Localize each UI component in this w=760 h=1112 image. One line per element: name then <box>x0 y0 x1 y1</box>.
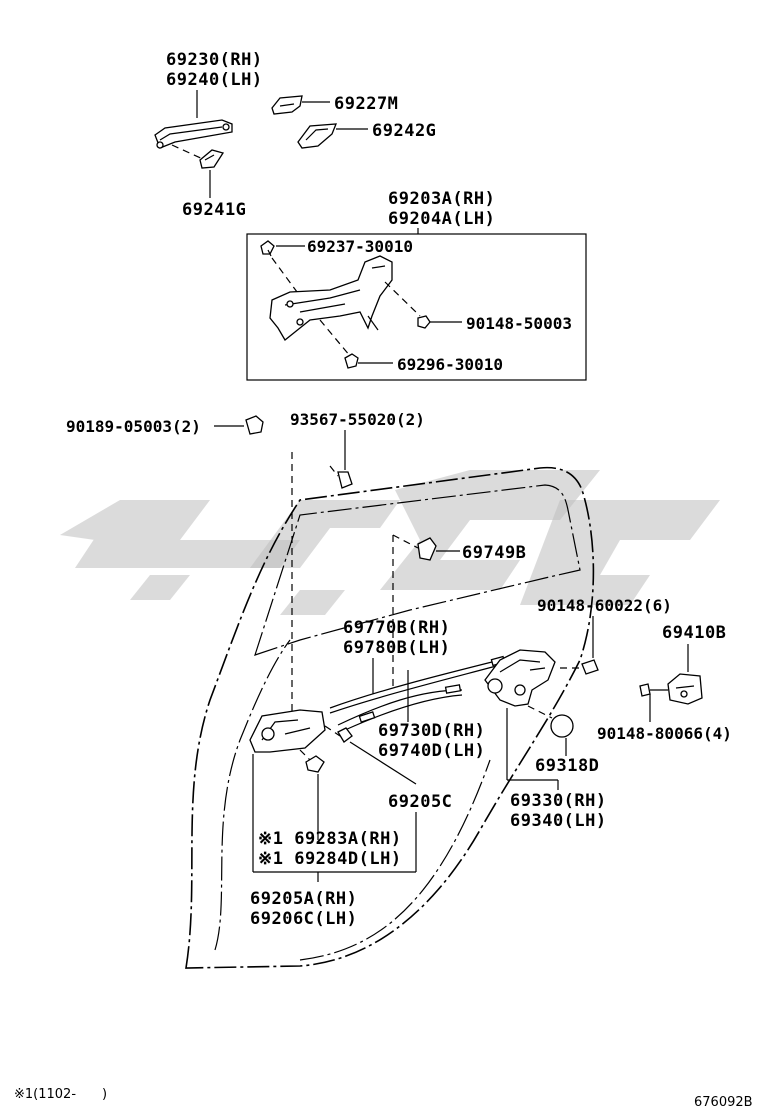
bolt-69237-part <box>260 240 275 257</box>
outside-handle-part <box>154 119 233 149</box>
label-69205A: 69205A(RH) <box>250 889 357 909</box>
label-90148-80066: 90148-80066(4) <box>597 724 732 743</box>
label-93567: 93567-55020(2) <box>290 410 425 429</box>
dash-90148-50003 <box>384 281 421 317</box>
label-69318D: 69318D <box>535 756 599 776</box>
gasket-69242g-part <box>297 123 337 149</box>
door-window-outline <box>254 484 581 656</box>
label-69242G: 69242G <box>372 121 436 141</box>
label-69284D: ※1 69284D(LH) <box>258 849 402 869</box>
label-69240: 69240(LH) <box>166 70 263 90</box>
label-69780B: 69780B(LH) <box>343 638 450 658</box>
label-69283A: ※1 69283A(RH) <box>258 829 402 849</box>
screw-90148-80066-part <box>639 683 668 697</box>
label-90148-50003: 90148-50003 <box>466 314 572 333</box>
handle-pad-part <box>199 149 225 169</box>
handle-frame-box <box>246 233 587 381</box>
lock-cables-part <box>329 655 506 731</box>
clip-69749b-part <box>417 537 437 561</box>
label-69205C: 69205C <box>388 792 452 812</box>
screw-93567-part <box>337 471 353 489</box>
label-69749B: 69749B <box>462 543 526 563</box>
label-69730D: 69730D(RH) <box>378 721 485 741</box>
dash-69283a <box>299 749 311 761</box>
label-69410B: 69410B <box>662 623 726 643</box>
door-inner-bottom <box>299 759 491 961</box>
label-69330: 69330(RH) <box>510 791 607 811</box>
dash-69205c <box>324 725 341 737</box>
cap-69227m-part <box>271 95 303 115</box>
door-outline <box>185 466 595 969</box>
door-lock-assembly-part <box>484 649 556 707</box>
clip-69205c-part <box>337 727 353 743</box>
dash-69241 <box>171 144 206 161</box>
door-inner-outline <box>214 639 291 951</box>
bolt-69296-part <box>344 353 359 369</box>
label-69237: 69237-30010 <box>307 237 413 256</box>
diagram-id: 676092B <box>694 1095 753 1110</box>
dash-69237 <box>271 257 301 297</box>
dash-69749b-b <box>392 534 419 549</box>
label-69241G: 69241G <box>182 200 246 220</box>
inside-handle-part <box>249 709 326 753</box>
watermark-logo <box>60 470 720 615</box>
label-69203A: 69203A(RH) <box>388 189 495 209</box>
screw-90148-60022-part <box>581 659 599 675</box>
clip-90189-part <box>245 415 264 435</box>
label-90148-60022: 90148-60022(6) <box>537 596 672 615</box>
dash-69296 <box>319 319 351 357</box>
label-69340: 69340(LH) <box>510 811 607 831</box>
striker-69410b-part <box>667 673 703 705</box>
label-69227M: 69227M <box>334 94 398 114</box>
label-69740D: 69740D(LH) <box>378 741 485 761</box>
label-69770B: 69770B(RH) <box>343 618 450 638</box>
footnote: ※1(1102- ) <box>14 1087 107 1102</box>
label-69296: 69296-30010 <box>397 355 503 374</box>
label-90189: 90189-05003(2) <box>66 417 201 436</box>
dash-69318d <box>527 705 553 719</box>
label-69230: 69230(RH) <box>166 50 263 70</box>
cover-69318d-part <box>550 714 574 738</box>
label-69204A: 69204A(LH) <box>388 209 495 229</box>
bolt-90148-50003-part <box>417 315 431 329</box>
cap-69283a-part <box>305 755 325 773</box>
label-69206C: 69206C(LH) <box>250 909 357 929</box>
leader-69205c <box>349 741 417 785</box>
dash-93567 <box>329 465 339 477</box>
handle-frame-part <box>269 255 393 341</box>
